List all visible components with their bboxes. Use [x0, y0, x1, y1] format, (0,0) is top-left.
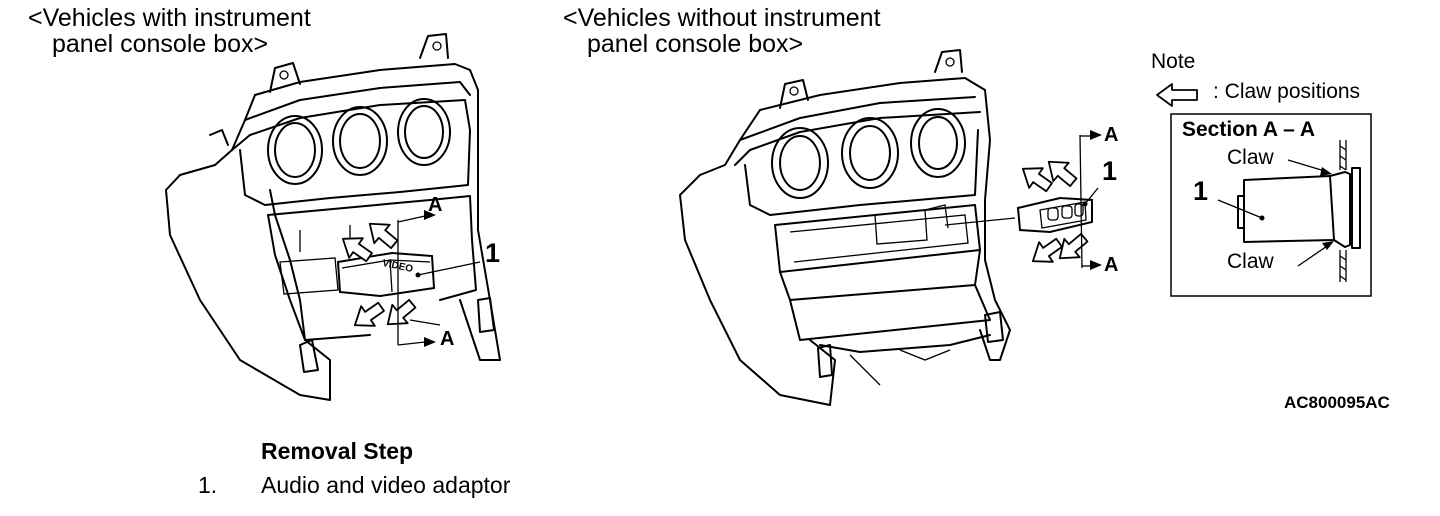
right-section-label-bottom: A — [1104, 254, 1119, 276]
right-console-panel — [679, 49, 1102, 406]
left-section-label-top: A — [428, 194, 443, 216]
left-heading-line1: <Vehicles with instrument — [28, 4, 311, 32]
left-console-panel — [165, 33, 501, 401]
section-title: Section A – A — [1182, 118, 1316, 141]
right-section-label-top: A — [1104, 124, 1119, 146]
right-heading-line1: <Vehicles without instrument — [563, 4, 881, 32]
claw-positions-legend: : Claw positions — [1213, 80, 1361, 103]
section-callout-1: 1 — [1193, 176, 1209, 206]
left-callout-1: 1 — [485, 238, 501, 268]
claw-bottom-label: Claw — [1227, 250, 1274, 273]
right-heading-line2: panel console box> — [587, 30, 804, 58]
left-heading-line2: panel console box> — [52, 30, 269, 58]
section-a-a-box — [1170, 113, 1372, 297]
figure-code: AC800095AC — [1284, 393, 1390, 412]
removal-step-number: 1. — [198, 472, 218, 498]
removal-step-text: Audio and video adaptor — [261, 472, 511, 498]
claw-top-label: Claw — [1227, 146, 1274, 169]
claw-arrow-legend-icon — [1156, 83, 1198, 107]
note-label: Note — [1151, 50, 1196, 73]
left-section-label-bottom: A — [440, 328, 455, 350]
right-callout-1: 1 — [1102, 156, 1118, 186]
removal-step-title: Removal Step — [261, 438, 414, 464]
